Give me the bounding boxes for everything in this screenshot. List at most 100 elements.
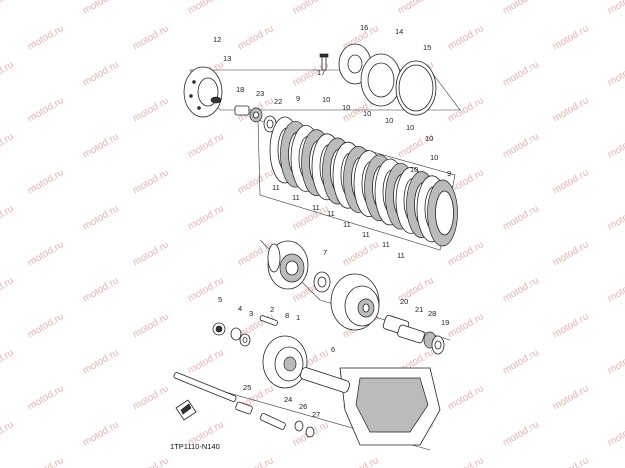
watermark-text: motod.ru (0, 419, 16, 448)
part-label-p10c: 10 (363, 109, 371, 118)
watermark-text: motod.ru (551, 239, 591, 268)
watermark-text: motod.ru (131, 383, 171, 412)
watermark-text: motod.ru (606, 347, 625, 376)
part-label-p4: 4 (238, 304, 242, 313)
watermark-text: motod.ru (501, 275, 541, 304)
part-label-p9b: 9 (447, 169, 451, 178)
watermark-text: motod.ru (551, 383, 591, 412)
watermark-text: motod.ru (396, 0, 436, 17)
watermark-text: motod.ru (26, 95, 66, 124)
watermark-text: motod.ru (341, 455, 381, 468)
primary-driven-gear (267, 240, 331, 293)
watermark-text: motod.ru (26, 23, 66, 52)
clutch-boss (330, 273, 380, 331)
watermark-text: motod.ru (131, 167, 171, 196)
watermark-text: motod.ru (0, 0, 16, 17)
watermark-text: motod.ru (26, 311, 66, 340)
watermark-text: motod.ru (131, 23, 171, 52)
watermark-text: motod.ru (81, 59, 121, 88)
part-label-p10d: 10 (385, 116, 393, 125)
small-parts (212, 315, 278, 347)
part-label-p11f: 11 (362, 230, 370, 239)
part-label-p20: 20 (400, 297, 408, 306)
primary-drive-gear (262, 335, 308, 389)
watermark-text: motod.ru (606, 275, 625, 304)
watermark-text: motod.ru (26, 455, 66, 468)
push-lever-group (173, 372, 315, 438)
watermark-text: motod.ru (291, 203, 331, 232)
part-label-p11a: 11 (272, 183, 280, 192)
part-label-p11d: 11 (327, 209, 335, 218)
watermark-text: motod.ru (501, 347, 541, 376)
watermark-text: motod.ru (501, 203, 541, 232)
watermark-text: motod.ru (186, 131, 226, 160)
watermark-text: motod.ru (186, 347, 226, 376)
watermark-text: motod.ru (606, 59, 625, 88)
part-label-p16: 16 (360, 23, 368, 32)
watermark-text: motod.ru (551, 95, 591, 124)
watermark-text: motod.ru (446, 311, 486, 340)
watermark-text: motod.ru (501, 59, 541, 88)
diagram-code: 1TP1110-N140 (170, 442, 220, 451)
clutch-plate-stack (269, 116, 458, 247)
part-label-p1: 1 (296, 313, 300, 322)
part-label-p24: 24 (284, 395, 292, 404)
watermark-text: motod.ru (131, 455, 171, 468)
watermark-text: motod.ru (341, 239, 381, 268)
part-label-p23: 23 (256, 89, 264, 98)
watermark-text: motod.ru (606, 131, 625, 160)
part-label-p17: 17 (317, 68, 325, 77)
part-label-p7: 7 (323, 248, 327, 257)
part-label-p12: 12 (213, 35, 221, 44)
part-label-p21: 21 (415, 305, 423, 314)
watermark-text: motod.ru (551, 455, 591, 468)
watermark-text: motod.ru (0, 203, 16, 232)
watermark-text: motod.ru (26, 383, 66, 412)
watermark-text: motod.ru (81, 131, 121, 160)
part-label-p27: 27 (312, 410, 320, 419)
part-label-p25: 25 (243, 383, 251, 392)
watermark-text: motod.ru (186, 0, 226, 17)
watermark-text: motod.ru (501, 131, 541, 160)
watermark-text: motod.ru (291, 0, 331, 17)
watermark-text: motod.ru (606, 203, 625, 232)
watermark-text: motod.ru (446, 383, 486, 412)
watermark-text: motod.ru (0, 347, 16, 376)
part-label-p11c: 11 (312, 203, 320, 212)
watermark-text: motod.ru (501, 419, 541, 448)
part-label-p8: 8 (285, 311, 289, 320)
part-label-p13: 13 (223, 54, 231, 63)
watermark-text: motod.ru (606, 0, 625, 17)
part-label-p15: 15 (423, 43, 431, 52)
part-label-p3: 3 (249, 309, 253, 318)
part-label-p11b: 11 (292, 193, 300, 202)
part-label-p18: 18 (236, 85, 244, 94)
watermark-text: motod.ru (551, 167, 591, 196)
pressure-plate (183, 66, 223, 118)
part-label-p14: 14 (395, 27, 403, 36)
part-label-p10h: 10 (410, 165, 418, 174)
watermark-text: motod.ru (81, 419, 121, 448)
watermark-text: motod.ru (446, 455, 486, 468)
part-label-p26: 26 (299, 402, 307, 411)
part-label-p2: 2 (270, 305, 274, 314)
watermark-text: motod.ru (446, 239, 486, 268)
part-label-p22: 22 (274, 97, 282, 106)
watermark-text: motod.ru (551, 311, 591, 340)
part-label-p11g: 11 (382, 240, 390, 249)
watermark-text: motod.ru (446, 23, 486, 52)
watermark-text: motod.ru (551, 23, 591, 52)
watermark-text: motod.ru (236, 455, 276, 468)
clutch-plate-inner (435, 190, 454, 236)
part-label-p10f: 10 (425, 134, 433, 143)
part-label-p9a: 9 (296, 94, 300, 103)
part-label-p28: 28 (428, 309, 436, 318)
watermark-text: motod.ru (81, 203, 121, 232)
part-label-p19: 19 (441, 318, 449, 327)
watermark-text: motod.ru (501, 0, 541, 17)
watermark-text: motod.ru (0, 131, 16, 160)
watermark-text: motod.ru (26, 239, 66, 268)
watermark-text: motod.ru (131, 311, 171, 340)
